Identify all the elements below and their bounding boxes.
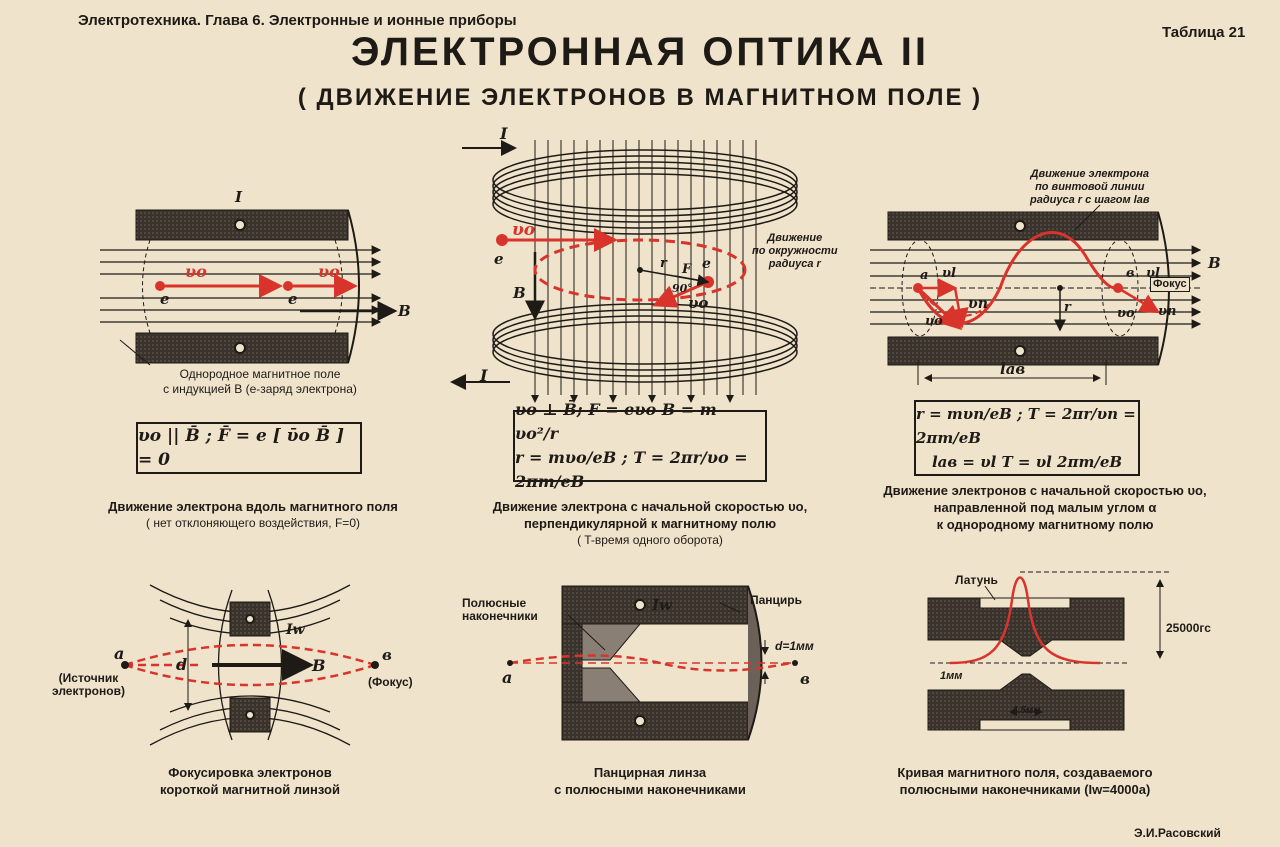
formula-2-line2: r = mυo/eB ; T = 2πr/υo = 2πm/eB [515,448,748,491]
source-label: (Источник электронов) [52,672,125,698]
circle-note-line2: по окружности [752,245,838,257]
vn-label: υn [968,296,988,312]
vl-label-1: υl [942,266,956,281]
brass-label: Латунь [955,573,998,587]
electron-label-1: e [160,290,170,308]
formula-2-line1: υo ⊥ B̄; F = eυo B = m υo²/r [515,400,717,443]
caption-panel3-line3: к однородному магнитному полю [936,517,1154,532]
helix-note: Движение электрона по винтовой линии рад… [1030,168,1150,207]
angle-label: 90° [672,282,693,295]
ampere-turns-label: Iw [286,622,305,638]
gap-label: d=1мм [775,639,814,653]
diameter-label: d [176,655,188,674]
field-note-line2: с индукцией B (e-заряд электрона) [163,382,357,396]
table-number: Таблица 21 [1162,24,1246,41]
author-credit: Э.И.Расовский [1134,826,1221,840]
formula-3-line1: r = mυn/eB ; T = 2πr/υn = 2πm/eB [916,405,1136,447]
circle-note: Движение по окружности радиуса r [752,232,838,271]
helix-note-line2: по винтовой линии [1035,181,1145,193]
focus-label: (Фокус) [368,675,413,689]
velocity-label-2: υo [688,294,709,312]
caption-panel3-line2: направленной под малым углом α [933,500,1157,515]
caption-panel2-line3: ( T-время одного оборота) [577,533,723,547]
current-label: I [235,188,243,206]
electron-label-1: e [494,250,504,268]
field-note-line1: Однородное магнитное поле [179,367,341,381]
vo-label-1: υo [925,314,943,329]
field-label: B [1208,254,1221,272]
caption-panel2-line1: Движение электрона с начальной скоростью… [492,499,808,514]
point-a-label: а [920,268,929,283]
formula-box-2: υo ⊥ B̄; F = eυo B = m υo²/r r = mυo/eB … [513,400,767,491]
caption-panel6-line1: Кривая магнитного поля, создаваемого [897,765,1153,780]
point-a-label: a [114,644,125,663]
helix-note-line3: радиуса r с шагом lав [1030,194,1150,206]
caption-panel3: Движение электронов с начальной скорость… [845,482,1245,533]
focus-label: Фокус [1150,277,1190,292]
pole-label: Полюсные наконечники [462,597,538,623]
radius-label: r [660,256,667,271]
current-label-bottom: I [480,366,488,385]
source-label-line2: электронов) [52,684,125,698]
field-strength-label: 25000гс [1166,621,1211,635]
armor-bottom [561,701,749,741]
field-label: B [398,302,411,320]
page-subtitle: ( ДВИЖЕНИЕ ЭЛЕКТРОНОВ В МАГНИТНОМ ПОЛЕ ) [297,84,983,111]
caption-panel5-line1: Панцирная линза [593,765,707,780]
caption-panel5: Панцирная линза с полюсными наконечникам… [500,764,800,798]
formula-box-1: υo || B̄ ; F̄ = e [ ῡo B̄ ] = 0 [136,422,362,474]
circle-note-line3: радиуса r [768,258,821,270]
source-label-line1: (Источник [58,671,119,685]
field-note: Однородное магнитное поле с индукцией B … [120,367,400,397]
vn-label-2: υn [1158,304,1177,319]
point-b-label: в [382,646,392,664]
pole-label-line2: наконечники [462,609,538,623]
armor-label: Панцирь [750,593,803,607]
velocity-label-2: υo [318,262,340,281]
caption-panel4-line2: короткой магнитной линзой [160,782,340,797]
caption-panel1-line2: ( нет отклоняющего воздействия, F=0) [146,516,360,530]
caption-panel4: Фокусировка электронов короткой магнитно… [100,764,400,798]
caption-panel3-line1: Движение электронов с начальной скорость… [883,483,1207,498]
gap-45mm-label: 4.5мм [1012,705,1041,716]
caption-panel6-line2: полюсными наконечниками (Iw=4000а) [899,782,1151,797]
field-label: B [312,656,326,675]
point-a-label: a [502,668,513,687]
caption-panel5-line2: с полюсными наконечниками [554,782,746,797]
velocity-label-1: υo [185,262,207,281]
caption-panel2: Движение электрона с начальной скоростью… [440,498,860,549]
page-title: ЭЛЕКТРОННАЯ ОПТИКА II [351,30,929,74]
point-b-label: в [1126,266,1135,281]
formula-box-3: r = mυn/eB ; T = 2πr/υn = 2πm/eB lав = υ… [914,400,1140,476]
pitch-label: lав [1000,360,1026,378]
circle-note-line1: Движение [767,232,823,244]
caption-panel2-line2: перпендикулярной к магнитному полю [523,516,777,531]
current-label-top: I [500,124,508,143]
caption-panel4-line1: Фокусировка электронов [168,765,332,780]
vo-label-2: υo [1117,306,1135,321]
radius-label: r [1064,300,1071,315]
ampere-turns-label: Iw [652,596,672,614]
pole-label-line1: Полюсные [462,596,527,610]
field-label: B [513,284,526,302]
point-b-label: в [800,670,810,688]
gap-1mm-label: 1мм [940,670,963,682]
caption-panel1: Движение электрона вдоль магнитного поля… [78,498,428,532]
armor-top [561,585,749,625]
formula-3-line2: lав = υl T = υl 2πm/eB [931,453,1123,471]
formula-1: υo || B̄ ; F̄ = e [ ῡo B̄ ] = 0 [138,426,345,470]
helix-note-line1: Движение электрона [1030,168,1150,180]
caption-panel6: Кривая магнитного поля, создаваемого пол… [855,764,1195,798]
book-header: Электротехника. Глава 6. Электронные и и… [78,12,517,29]
force-label: F [682,262,692,277]
caption-panel1-line1: Движение электрона вдоль магнитного поля [108,499,398,514]
electron-label-2: e [288,290,298,308]
electron-label-2: e [702,256,711,272]
velocity-label: υo [512,220,536,240]
